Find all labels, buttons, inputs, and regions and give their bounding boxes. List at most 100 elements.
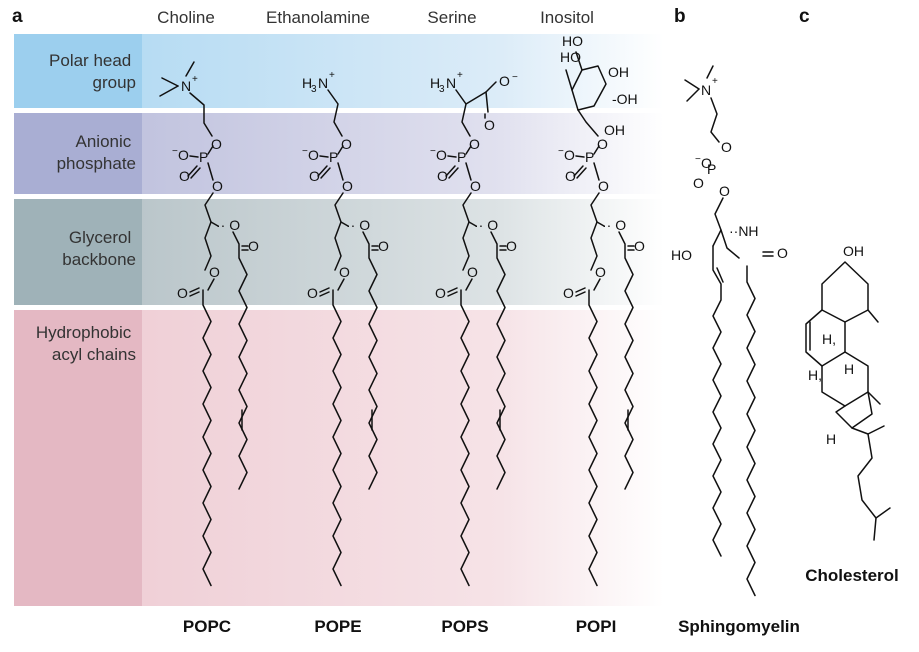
minus-charge: − xyxy=(558,146,564,157)
bond xyxy=(686,88,700,102)
phosphate-label-box xyxy=(14,113,142,194)
phosphate-o-top: O xyxy=(597,136,608,152)
chol-side-branch xyxy=(875,507,891,519)
bond xyxy=(161,77,179,87)
bond xyxy=(185,61,195,77)
glycerol-ester-o: ·· O xyxy=(474,217,498,233)
carbonyl-o-1: O xyxy=(307,285,318,301)
bond xyxy=(593,162,600,181)
chol-side-1 xyxy=(851,425,885,435)
amine-3: 3 xyxy=(439,84,445,95)
bond xyxy=(447,291,458,297)
phosphate-o-top: O xyxy=(469,136,480,152)
bond xyxy=(190,167,201,179)
carboxylate-o-double: O xyxy=(484,117,495,133)
stereo-bond xyxy=(210,221,219,227)
plus-charge: + xyxy=(192,74,198,85)
acyl-chain-2 xyxy=(232,231,248,490)
stereo-bond xyxy=(340,221,349,227)
bond xyxy=(445,165,456,177)
bond xyxy=(207,145,214,155)
phosphate-o-double: O xyxy=(437,168,448,184)
bond xyxy=(337,162,344,181)
phosphate-o-minus: O xyxy=(436,147,447,163)
chol-side-2 xyxy=(857,433,877,541)
bond xyxy=(337,145,344,155)
carbonyl-o-1: O xyxy=(435,285,446,301)
acyl-label-box xyxy=(14,310,142,606)
acyl-chain-2 xyxy=(618,231,634,490)
panel-letter-a: a xyxy=(12,6,23,27)
phosphate-o-top: O xyxy=(211,136,222,152)
bond xyxy=(319,287,330,293)
glycerol-ester-o: ·· O xyxy=(216,217,240,233)
sm-amide-o: O xyxy=(777,245,788,261)
chol-ring-c xyxy=(821,351,869,407)
carbonyl-o-2: O xyxy=(506,238,517,254)
glycerol-ester-o: ·· O xyxy=(602,217,626,233)
region-label-acyl: Hydrophobic acyl chains xyxy=(36,323,136,364)
phosphate-p: P xyxy=(457,149,466,165)
bond xyxy=(575,51,583,71)
polar-label-box xyxy=(14,34,142,108)
carbonyl-o-2: O xyxy=(248,238,259,254)
amine-n: N xyxy=(446,75,456,91)
acyl-chain-1 xyxy=(460,289,470,587)
phosphate-o-top: O xyxy=(341,136,352,152)
head-label-serine: Serine xyxy=(427,8,476,27)
minus-charge: − xyxy=(430,146,436,157)
minus-charge: − xyxy=(512,72,518,83)
phosphate-o-bottom: O xyxy=(470,178,481,194)
chol-h-4: H xyxy=(826,431,836,447)
amine-3: 3 xyxy=(311,84,317,95)
head-chain xyxy=(189,92,213,137)
acyl-chain-2 xyxy=(362,231,378,490)
glycerol-bond xyxy=(462,192,472,271)
acyl-chain-1 xyxy=(332,289,342,587)
stereo-bond xyxy=(468,221,477,227)
phosphate-o-bottom: O xyxy=(212,178,223,194)
amine-h: H xyxy=(302,75,312,91)
bond xyxy=(319,155,329,158)
bond xyxy=(565,69,573,91)
phosphate-o-minus: O xyxy=(308,147,319,163)
sm-backbone xyxy=(712,197,724,247)
acyl-chain-1 xyxy=(588,289,598,587)
bond xyxy=(448,167,459,179)
bond xyxy=(465,278,473,291)
plus-charge: + xyxy=(457,70,463,81)
carbonyl-o-1: O xyxy=(563,285,574,301)
lipid-name-sphingomyelin: Sphingomyelin xyxy=(678,617,800,636)
acyl-chain-2 xyxy=(490,231,506,490)
acyl-chain-1 xyxy=(202,289,212,587)
head-chain xyxy=(327,89,343,137)
bond xyxy=(684,79,700,90)
region-label-polar: Polar head group xyxy=(49,51,136,92)
sm-amide xyxy=(720,229,740,259)
bond xyxy=(319,291,330,297)
bond xyxy=(207,162,214,181)
head-label-inositol: Inositol xyxy=(540,8,594,27)
chol-methyl-1 xyxy=(867,309,879,323)
phosphate-p: P xyxy=(199,149,208,165)
region-label-phosphate: Anionic phosphate xyxy=(57,132,136,173)
sm-o-minus: O xyxy=(701,155,712,171)
sm-o-double: O xyxy=(693,175,704,191)
head-label-choline: Choline xyxy=(157,8,215,27)
lipid-name-pops: POPS xyxy=(441,617,488,636)
head-chain xyxy=(577,109,599,137)
bond xyxy=(575,291,586,297)
glycerol-o-lower: O xyxy=(209,264,220,280)
bond xyxy=(575,287,586,293)
phosphate-o-minus: O xyxy=(178,147,189,163)
bond xyxy=(593,278,601,291)
phosphate-o-bottom: O xyxy=(342,178,353,194)
glycerol-label-box xyxy=(14,199,142,305)
sm-head-chain xyxy=(710,97,720,143)
